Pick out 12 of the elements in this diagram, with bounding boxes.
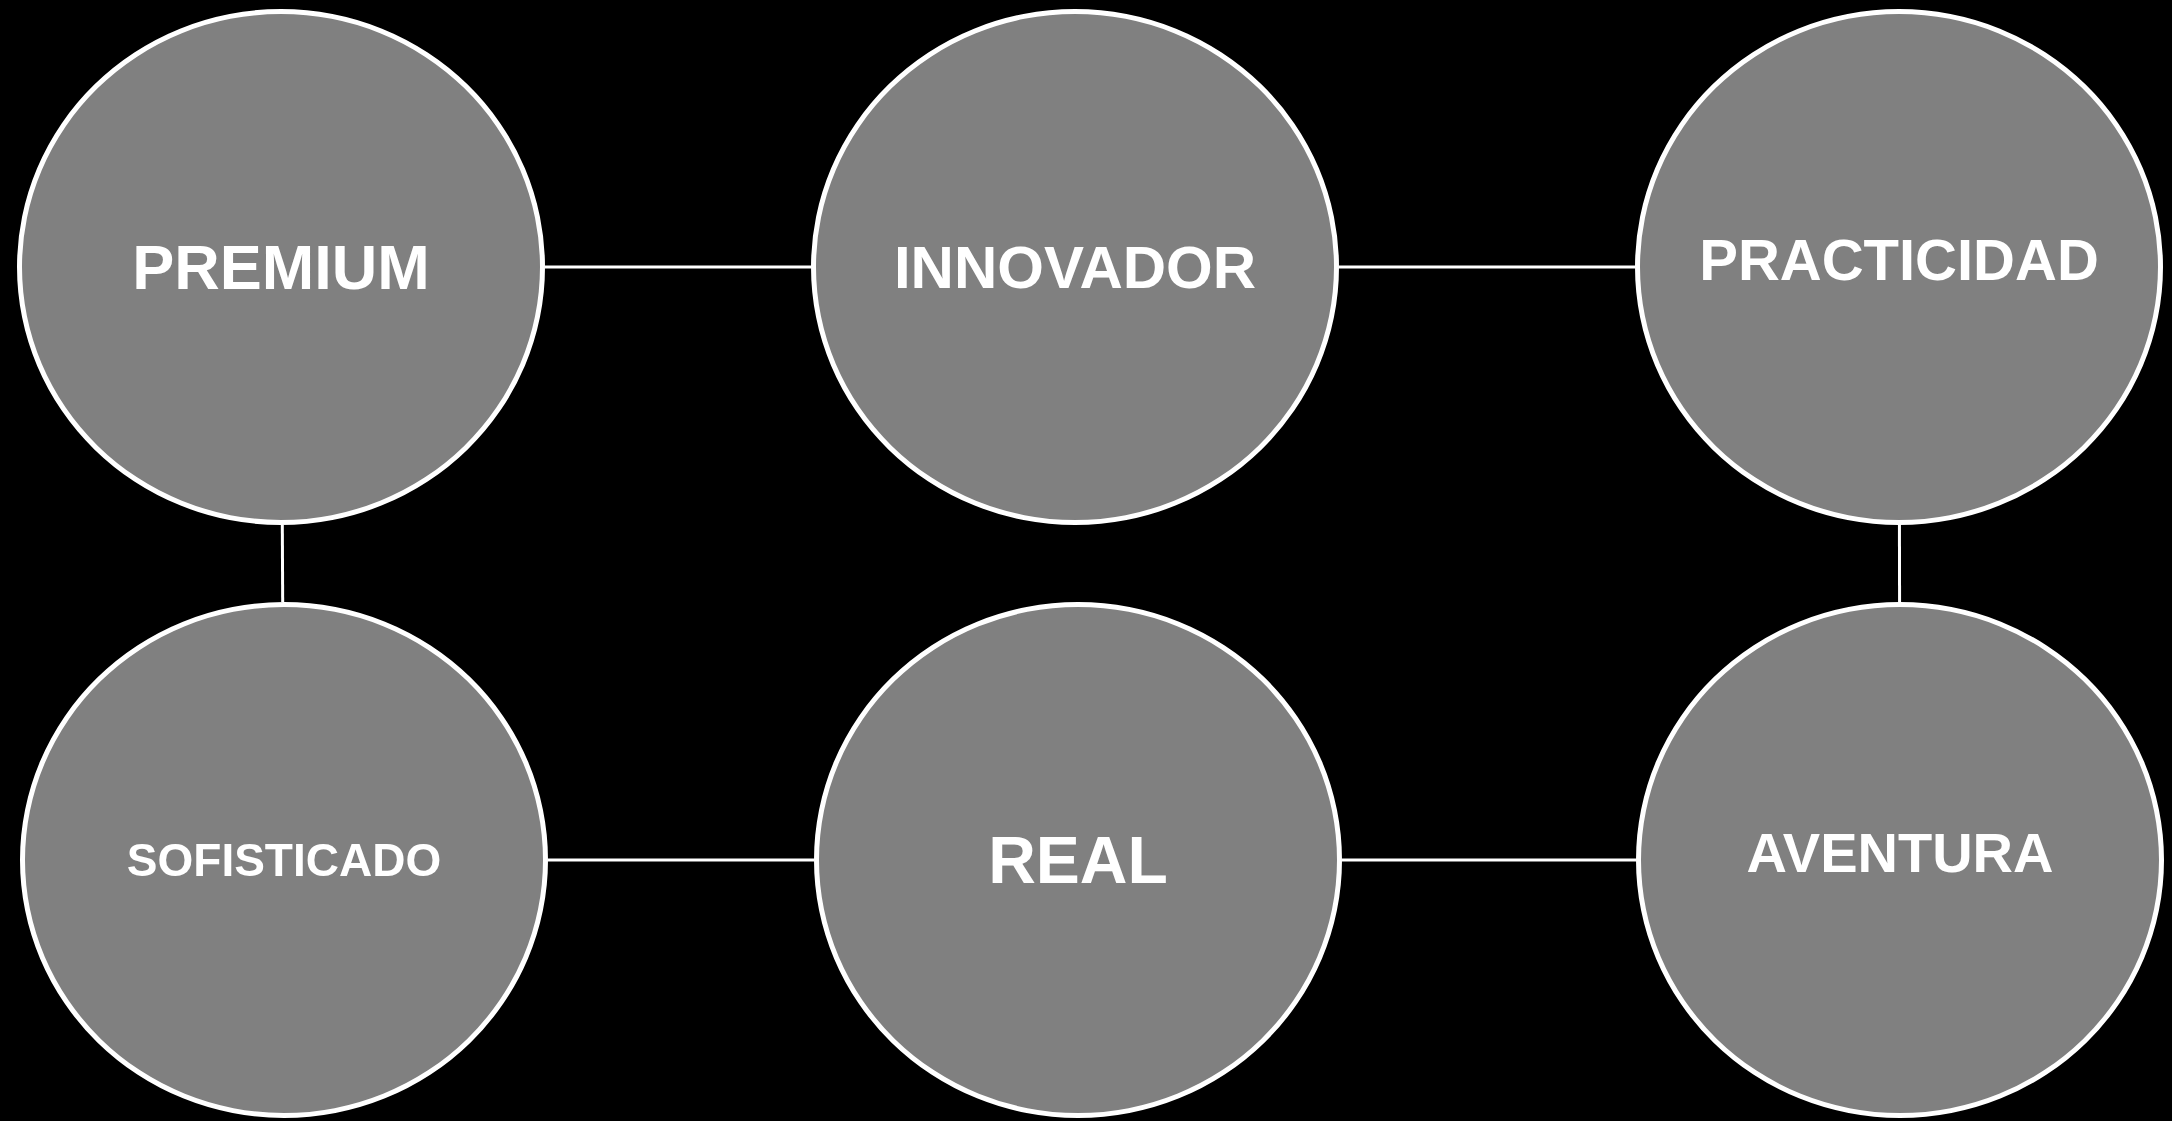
node-label: PRACTICIDAD	[1699, 225, 2099, 293]
connector-line	[1339, 265, 1635, 269]
connector-line	[1342, 858, 1636, 862]
connector-line	[280, 525, 285, 602]
node-label: SOFISTICADO	[126, 833, 442, 887]
node-label: PREMIUM	[132, 231, 430, 303]
connector-line	[545, 265, 811, 269]
node-label: INNOVADOR	[893, 232, 1257, 302]
connector-line	[1897, 525, 1902, 602]
connector-line	[548, 858, 814, 862]
node-label: AVENTURA	[1746, 819, 2054, 885]
node-label: REAL	[988, 822, 1168, 898]
